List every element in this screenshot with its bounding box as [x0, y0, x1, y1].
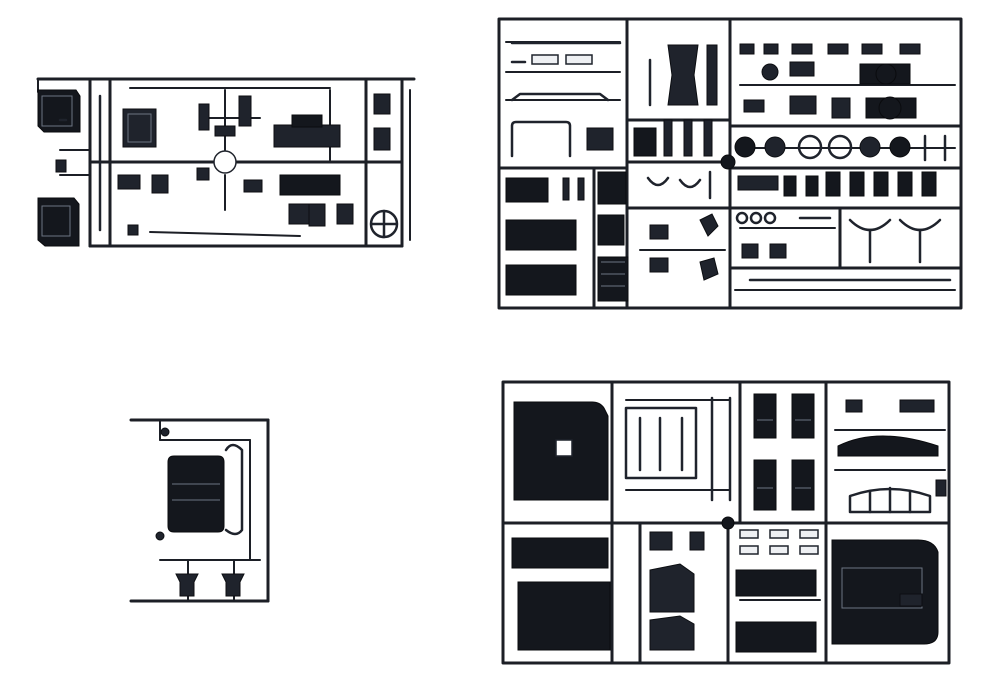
- kit-parts: [511, 393, 947, 653]
- sprue-frame: [501, 380, 951, 665]
- kit-parts: [37, 89, 399, 247]
- sprue-top-right: [497, 17, 963, 310]
- kit-parts: [505, 41, 952, 302]
- sprue-hub: [721, 516, 735, 530]
- sprue-frame: [36, 77, 416, 248]
- sprue-bottom-right: [501, 380, 951, 665]
- sprue-top-left: [36, 77, 416, 248]
- sprue-hub: [720, 154, 736, 170]
- kit-parts: [155, 427, 245, 597]
- sprue-hub: [213, 150, 237, 174]
- sprue-bottom-left: [129, 418, 270, 603]
